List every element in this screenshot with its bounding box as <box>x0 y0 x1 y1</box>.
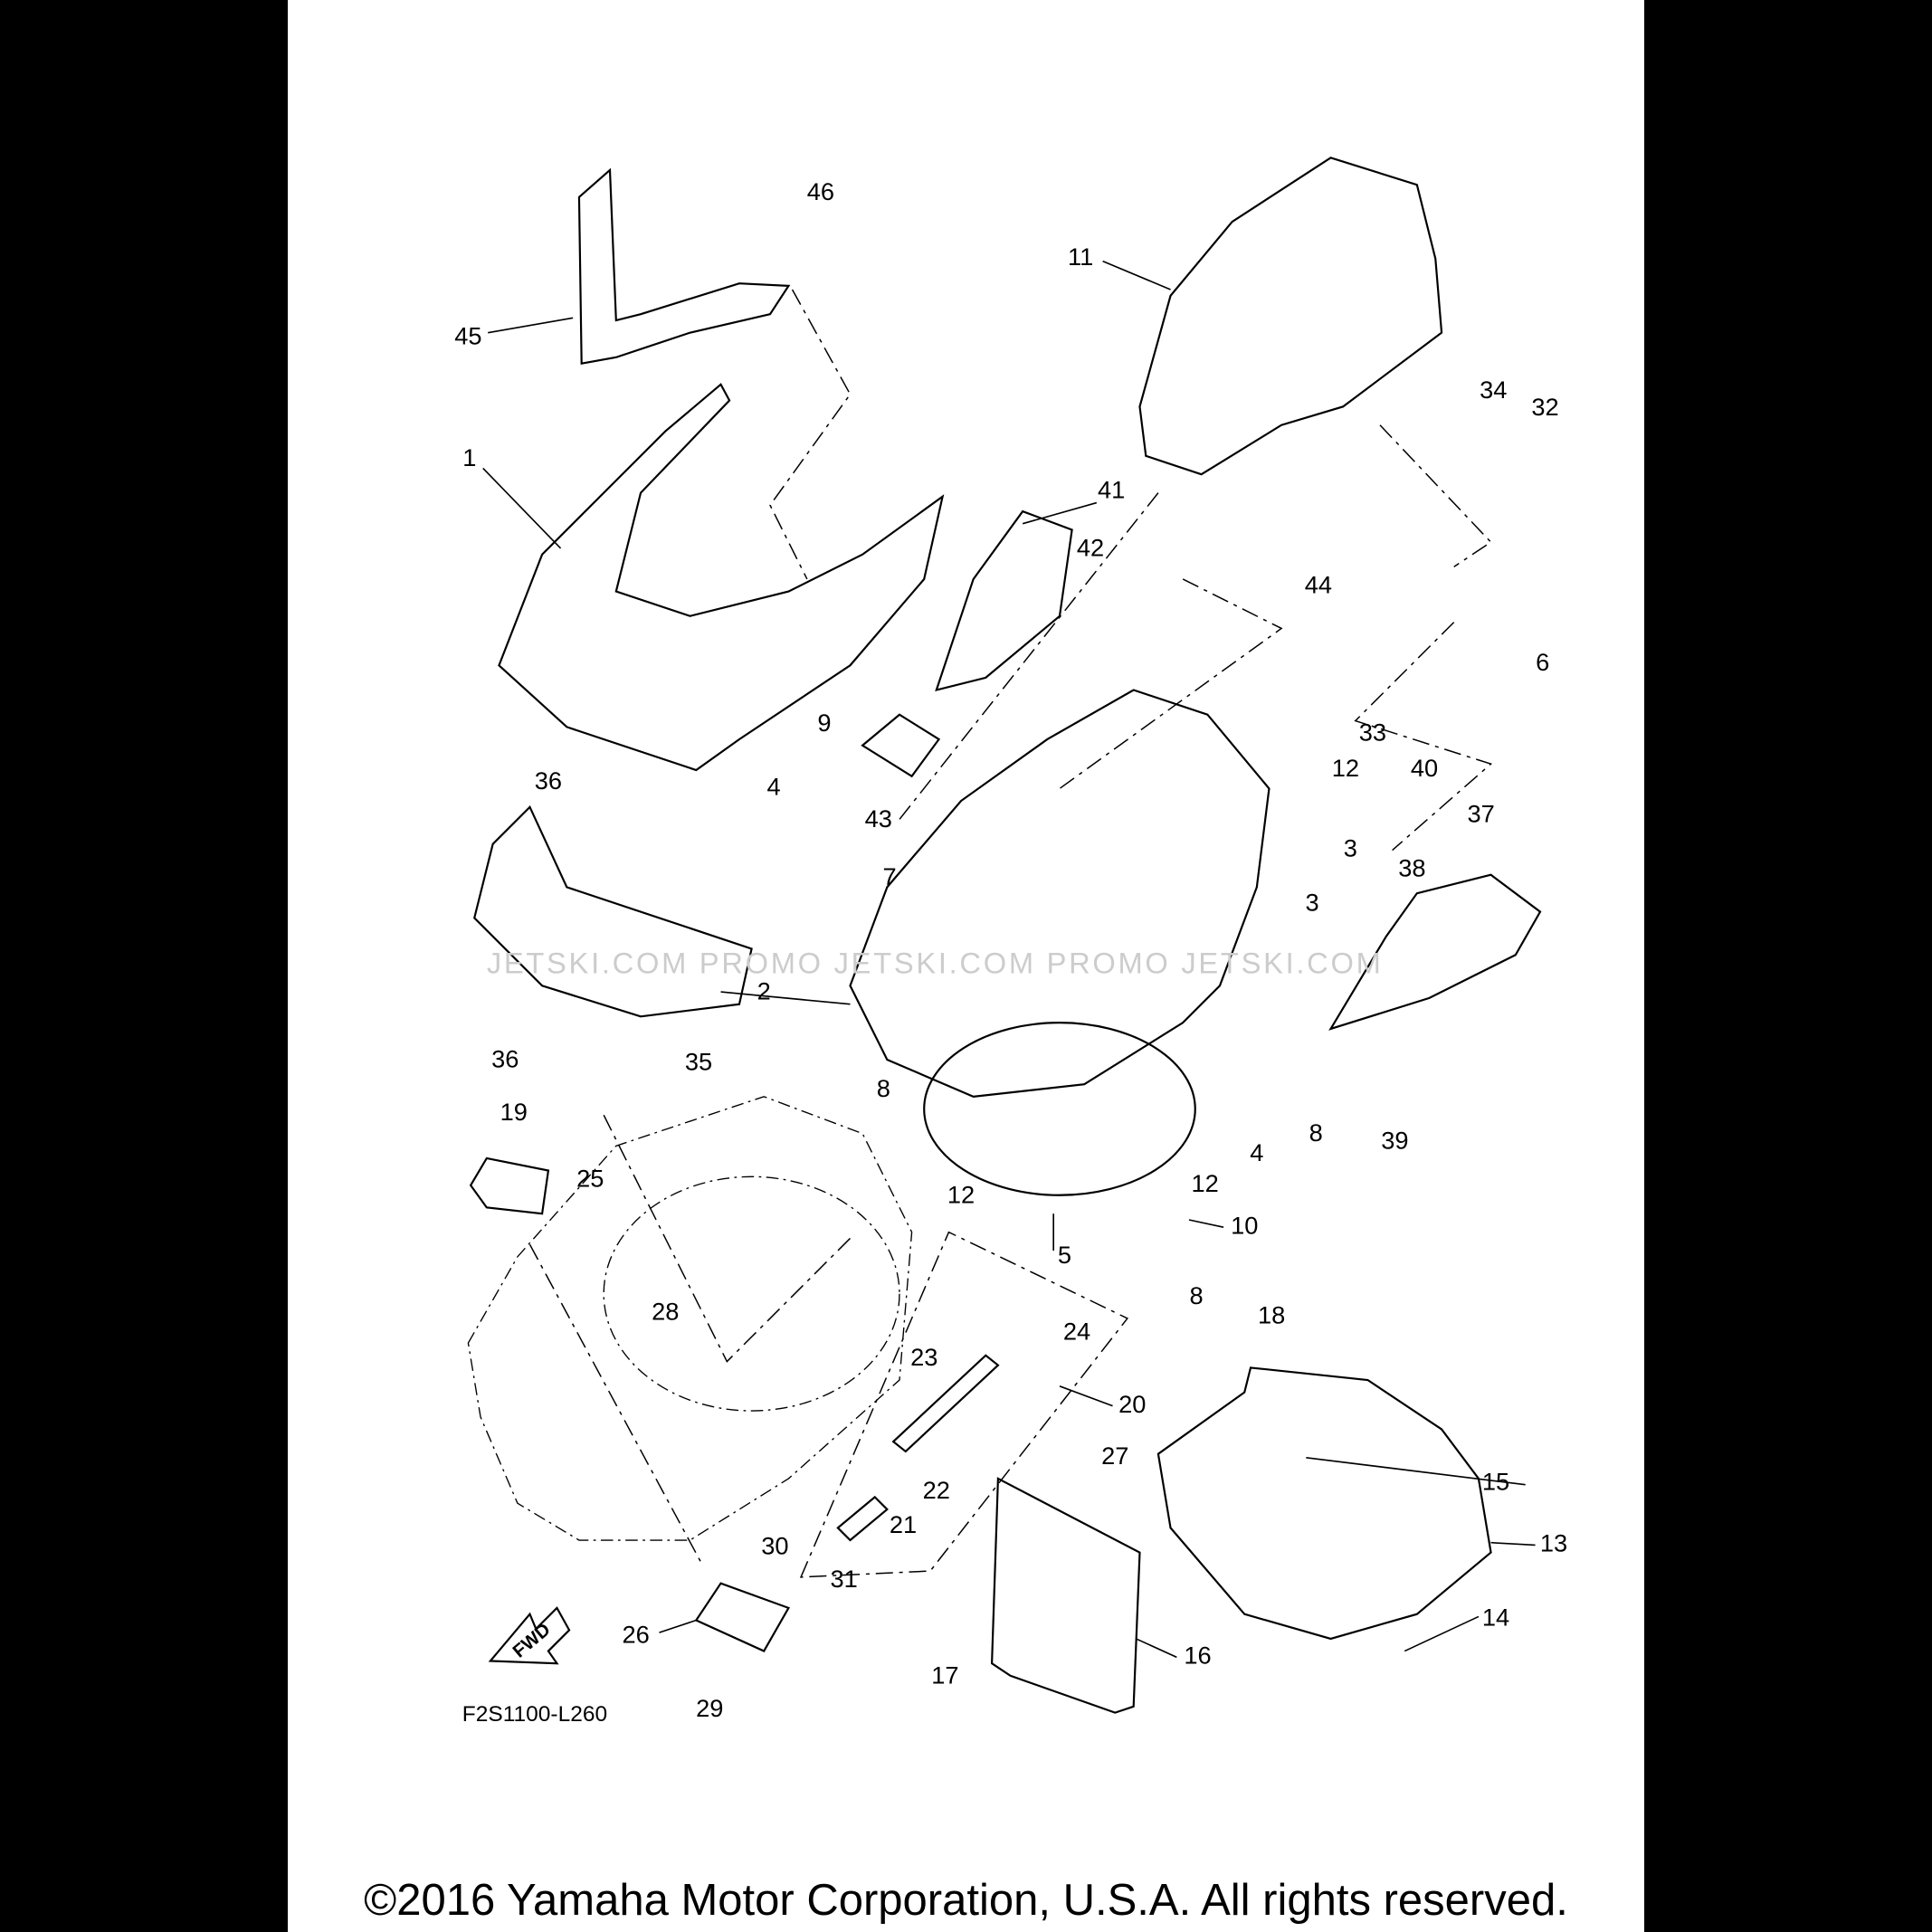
watermark: JETSKI.COM PROMO JETSKI.COM PROMO JETSKI… <box>487 947 1384 980</box>
callout: 21 <box>890 1510 917 1538</box>
callout: 12 <box>1332 754 1359 782</box>
callout: 37 <box>1468 800 1495 828</box>
callout: 8 <box>1309 1118 1323 1147</box>
diagram-code: F2S1100-L260 <box>462 1702 607 1727</box>
callout: 19 <box>500 1098 528 1126</box>
callout: 12 <box>1192 1169 1219 1197</box>
hull-opening-ghost <box>603 1175 900 1412</box>
callout: 29 <box>696 1694 723 1722</box>
callout: 33 <box>1359 719 1386 747</box>
part-21-spring <box>836 1495 889 1542</box>
callout: 16 <box>1184 1642 1211 1670</box>
callout: 25 <box>576 1165 604 1193</box>
part-26-hinge <box>694 1582 791 1652</box>
callout: 12 <box>947 1180 975 1208</box>
callout: 11 <box>1068 243 1093 271</box>
callout: 13 <box>1540 1529 1567 1557</box>
part-45-grill <box>577 167 791 365</box>
callout: 46 <box>807 177 834 205</box>
callout: 6 <box>1536 648 1549 676</box>
callout: 38 <box>1398 853 1425 881</box>
callout: 26 <box>622 1620 649 1648</box>
part-37-side-panel <box>1328 873 1542 1031</box>
part-11-hood <box>1138 157 1443 476</box>
part-9-plate <box>861 713 941 778</box>
part-13-storage-bin <box>1156 1366 1492 1641</box>
callout: 4 <box>1250 1138 1263 1166</box>
part-35-lower-panel <box>473 804 753 1018</box>
part-2-main-frame <box>849 689 1271 1098</box>
callout: 10 <box>1231 1211 1258 1239</box>
callout: 3 <box>1306 889 1319 917</box>
part-20-gas-strut <box>891 1354 1000 1453</box>
callout: 32 <box>1531 393 1558 421</box>
callout: 43 <box>865 804 892 833</box>
part-16-plate <box>990 1477 1141 1714</box>
callout: 8 <box>1190 1281 1204 1309</box>
reference-lines <box>528 289 1493 1578</box>
callout: 30 <box>761 1531 788 1559</box>
callout: 15 <box>1482 1468 1509 1496</box>
callout: 17 <box>931 1661 958 1689</box>
callout: 27 <box>1101 1442 1128 1470</box>
callout: 24 <box>1063 1317 1090 1345</box>
callout: 36 <box>535 766 562 795</box>
callout: 42 <box>1077 533 1104 561</box>
callout: 23 <box>910 1343 937 1371</box>
callout: 5 <box>1058 1241 1071 1269</box>
part-hull-ghost <box>467 1096 913 1541</box>
callout: 18 <box>1258 1301 1285 1329</box>
callout: 41 <box>1098 475 1125 503</box>
part-19-latch <box>469 1156 550 1215</box>
callout: 2 <box>757 977 771 1005</box>
part-outlines <box>467 157 1542 1714</box>
callout: 9 <box>817 709 831 737</box>
callout: 40 <box>1411 754 1438 782</box>
callout: 36 <box>491 1045 519 1073</box>
callout: 34 <box>1480 376 1507 404</box>
callout: 45 <box>454 321 481 349</box>
callout: 44 <box>1305 570 1332 598</box>
callout: 7 <box>883 862 897 890</box>
callout: 14 <box>1482 1603 1509 1631</box>
part-41-side-panel <box>935 509 1073 692</box>
callout: 3 <box>1344 834 1357 862</box>
fwd-arrow-icon: FWD <box>488 1606 571 1665</box>
part-5-seal-ring <box>923 1022 1196 1196</box>
callout: 20 <box>1118 1390 1146 1418</box>
callout: 35 <box>685 1047 712 1075</box>
callout: 1 <box>462 443 476 471</box>
callout: 31 <box>831 1565 858 1593</box>
callout-labels: 46 45 11 34 32 1 41 42 44 6 33 40 12 9 3… <box>454 177 1567 1727</box>
callout: 8 <box>877 1074 890 1102</box>
callout: 39 <box>1381 1126 1408 1154</box>
part-1-top-deck <box>498 383 945 772</box>
callout: 28 <box>652 1298 679 1326</box>
leader-lines <box>482 260 1536 1659</box>
callout: 22 <box>923 1476 950 1504</box>
copyright-notice: ©2016 Yamaha Motor Corporation, U.S.A. A… <box>364 1876 1568 1925</box>
callout: 4 <box>767 773 781 801</box>
